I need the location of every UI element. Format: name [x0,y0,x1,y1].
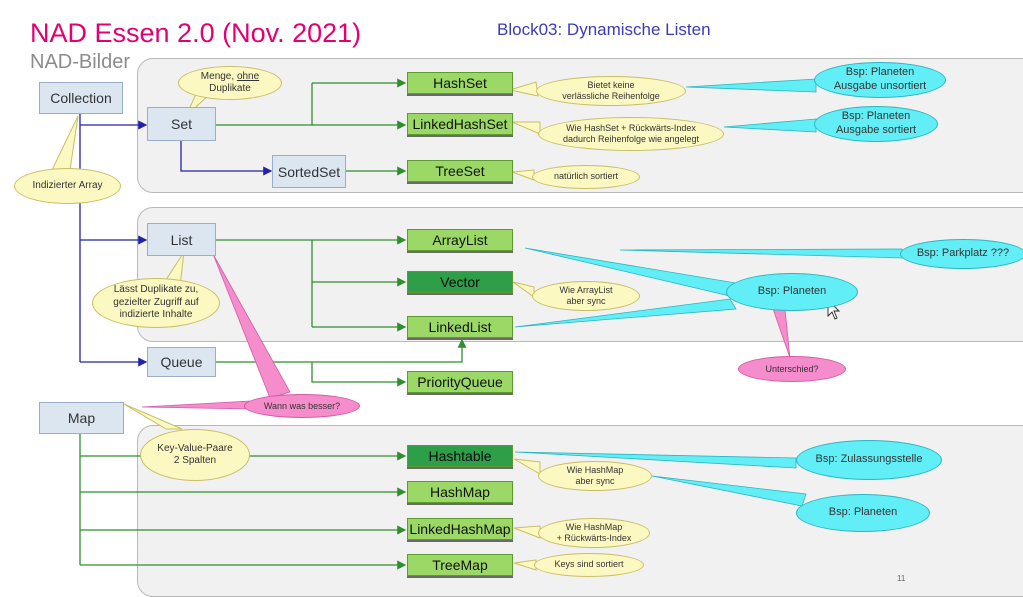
page-number: 11 [897,574,906,583]
zulassung-example: Bsp: Zulassungsstelle [796,440,942,480]
hashtable-node: Hashtable [407,445,513,467]
vector-note-text-2: aber sync [566,296,606,306]
vector-node: Vector [407,271,513,293]
collection-node: Collection [39,82,123,114]
list-note-text-3: indizierte Inhalte [119,309,193,321]
map-planeten-example: Bsp: Planeten [796,494,930,532]
list-note-text-2: gezielter Zugriff auf [113,296,199,308]
linkedhashset-note-text: Wie HashSet + Rückwärts-Index [566,122,696,133]
treeset-node: TreeSet [407,160,513,182]
linkedhashmap-node: LinkedHashMap [407,518,513,540]
linkedhashset-node: LinkedHashSet [407,113,513,135]
list-note-text: Lässt Duplikate zu, [113,284,199,296]
linkedhashmap-note-text-2: + Rückwärts-Index [556,533,632,543]
set-note-ohne: ohne [236,70,260,82]
set-note-text: Menge, [200,70,235,82]
map-note-text: Key-Value-Paare [157,442,233,454]
hashtable-note-text-2: aber sync [575,476,615,486]
linkedhashmap-note: Wie HashMap+ Rückwärts-Index [538,518,650,548]
wann-callout: Wann was besser? [244,394,360,418]
parkplatz-example: Bsp: Parkplatz ??? [900,239,1023,269]
unterschied-callout: Unterschied? [738,356,846,382]
sortedset-node: SortedSet [272,155,346,188]
hashtable-note-text: Wie HashMap [566,464,624,475]
linkedlist-node: LinkedList [407,316,513,338]
treeset-note: natürlich sortiert [532,165,640,189]
linkedhashset-note-text-2: dadurch Reihenfolge wie angelegt [562,134,700,144]
linkedhashset-example-text: Bsp: Planeten [841,110,911,123]
hashset-node: HashSet [407,72,513,94]
list-node: List [147,223,216,256]
vector-note-text: Wie ArrayList [559,284,613,295]
treemap-node: TreeMap [407,554,513,576]
linkedhashmap-note-text: Wie HashMap [565,521,623,532]
list-planeten-example: Bsp: Planeten [726,273,858,311]
hashset-example-text-2: Ausgabe unsortiert [833,80,927,92]
set-note-text-2: Duplikate [209,83,251,94]
arraylist-node: ArrayList [407,229,513,251]
hashmap-node: HashMap [407,481,513,503]
map-note-text-2: 2 Spalten [173,455,217,466]
hashset-example-text: Bsp: Planeten [845,66,915,79]
collection-note: Indizierter Array [14,168,121,204]
set-node: Set [147,107,216,141]
treemap-note: Keys sind sortiert [534,553,644,577]
linkedhashset-example-text-2: Ausgabe sortiert [835,124,917,136]
hashset-note-text: Bietet keine [587,79,635,90]
queue-node: Queue [147,347,216,377]
hashset-note-text-2: verlässliche Reihenfolge [562,91,660,101]
block-title: Block03: Dynamische Listen [497,20,711,39]
page-subtitle: NAD-Bilder [30,51,131,73]
list-note: Lässt Duplikate zu,gezielter Zugriff auf… [92,278,220,328]
page-title: NAD Essen 2.0 (Nov. 2021) [30,18,362,48]
map-node: Map [39,402,124,434]
priorityqueue-node: PriorityQueue [407,371,513,393]
